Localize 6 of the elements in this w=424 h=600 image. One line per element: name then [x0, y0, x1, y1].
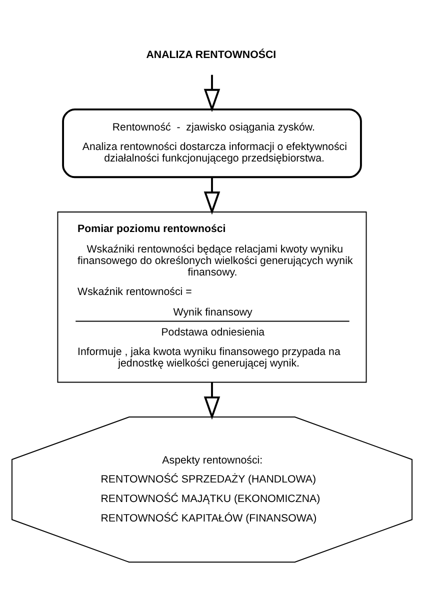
- arrow: [204, 74, 220, 112]
- arrow: [204, 177, 220, 215]
- arrow: [204, 382, 220, 420]
- node-text: ANALIZA RENTOWNOŚCI: [146, 48, 276, 61]
- node-box: Pomiar poziomu rentowności Wskaźniki rentowności będące relacjami kwoty wyniku finansowego do określonych wielkości generujących wynik finansowy. Wskaźnik rentowności = Wynik finansowy Podstawa odniesienia Informuje , jaka kwota wyniku finansowego przypada na jednostkę wielkości generującej wynik.: [57, 212, 367, 383]
- node-box: Rentowność - zjawisko osiągania zysków. Analiza rentowności dostarcza informacji o efektywności działalności funkcjonującego przedsiębiorstwa.: [62, 108, 362, 178]
